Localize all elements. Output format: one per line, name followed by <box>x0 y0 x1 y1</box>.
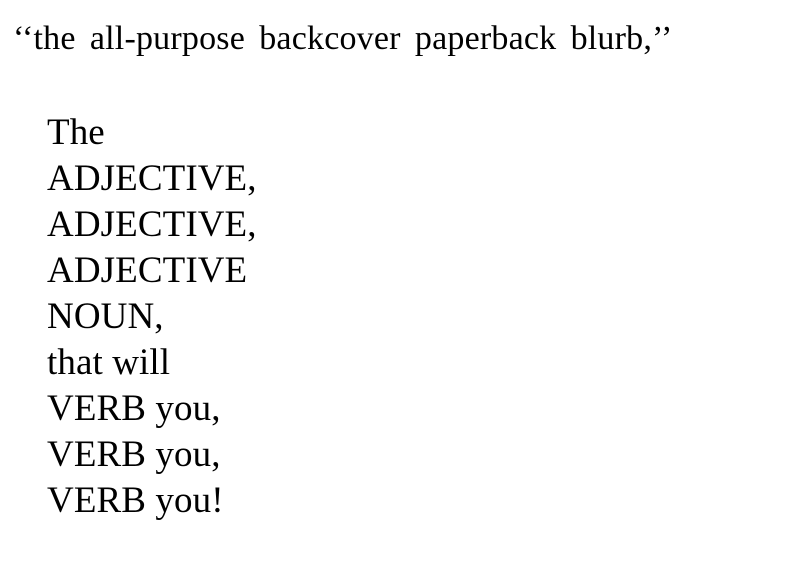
blurb-line: that will <box>47 342 171 383</box>
blurb-line: ADJECTIVE, <box>47 204 257 245</box>
blurb-line: VERB you, <box>47 434 221 475</box>
blurb-line: The <box>47 112 105 153</box>
blurb-line: VERB you! <box>47 480 224 521</box>
blurb-line: ADJECTIVE <box>47 250 248 291</box>
blurb-text-block: The ADJECTIVE, ADJECTIVE, ADJECTIVE NOUN… <box>47 110 747 524</box>
headline-caption: ‘‘the all-purpose backcover paperback bl… <box>13 20 673 57</box>
blurb-line: ADJECTIVE, <box>47 158 257 199</box>
blurb-line: VERB you, <box>47 388 221 429</box>
blurb-line: NOUN, <box>47 296 164 337</box>
